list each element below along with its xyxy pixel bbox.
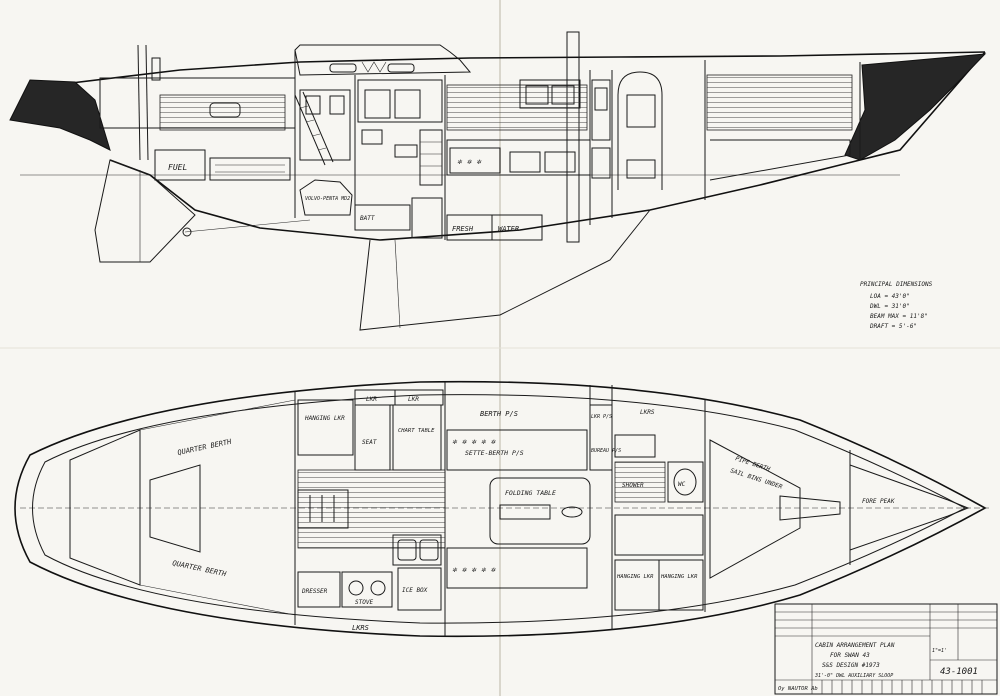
quarter-berth-bottom-label: QUARTER BERTH [172, 559, 228, 578]
berth-top-label: BERTH P/S [480, 410, 518, 418]
engine [299, 179, 353, 216]
stove-label: STOVE [355, 599, 373, 606]
principal-dimensions: PRINCIPAL DIMENSIONS LOA = 43'0" DWL = 3… [860, 281, 933, 330]
batt-label: BATT [360, 215, 375, 222]
plan-view: QUARTER BERTH QUARTER BERTH HANGING LKR … [14, 380, 990, 638]
dresser-label: DRESSER [301, 588, 328, 595]
settee-profile [446, 139, 591, 176]
lkrs-bottom-label: LKRS [352, 624, 369, 632]
chart-table [392, 404, 442, 471]
dim-beam: BEAM MAX = 11'8" [870, 313, 928, 320]
sail-bins-label: SAIL BINS UNDER [729, 467, 783, 491]
title-line3: S&S DESIGN #1973 [822, 662, 880, 669]
nav-seat [354, 404, 391, 471]
settee-berth-label: SETTE-BERTH P/S [465, 449, 524, 457]
shower-label: SHOWER [622, 482, 644, 489]
battery-box [354, 204, 411, 231]
heads-basin [614, 434, 656, 458]
prop-shaft [184, 219, 311, 233]
quarter-berth-top-label: QUARTER BERTH [177, 438, 233, 457]
bureau-label: BUREAU P/S [591, 448, 621, 454]
forward-door [617, 71, 663, 190]
title-block: CABIN ARRANGEMENT PLAN FOR SWAN 43 S&S D… [774, 603, 998, 695]
ice-box-label: ICE BOX [402, 587, 428, 594]
stern-pulpit [137, 44, 141, 161]
mast [566, 31, 580, 243]
companion-ladder [294, 91, 334, 166]
propeller [182, 227, 192, 237]
v-berth [709, 439, 801, 579]
fore-peak-label: FORE PEAK [862, 498, 895, 505]
settee-berth-bottom [446, 547, 588, 589]
engine-label: VOLVO-PENTA MD2 [305, 196, 350, 202]
lkr-ps-label: LKR P/S [591, 414, 612, 420]
cabin-trunk [294, 44, 472, 76]
dim-loa: LOA = 43'0" [870, 293, 910, 300]
fuel-label: FUEL [168, 163, 187, 172]
galley-sink [392, 534, 442, 566]
profile-view: FUEL VOLVO-PENTA MD2 BATT [9, 31, 987, 331]
title-line1: CABIN ARRANGEMENT PLAN [815, 642, 895, 649]
hull-plan-outline [14, 380, 987, 638]
stern-section [9, 79, 111, 151]
lkr2-label: LKR [408, 396, 419, 403]
hanging-lkr-b1-label: HANGING LKR [616, 574, 654, 580]
sheer-line [29, 51, 986, 89]
folding-table-label: FOLDING TABLE [505, 489, 556, 497]
dim-dwl: DWL = 31'0" [869, 303, 910, 310]
settee-berth-top [446, 429, 588, 471]
shower [614, 461, 666, 503]
lkr1-label: LKR [366, 396, 377, 403]
drawing-number: 43-1001 [940, 667, 978, 677]
maker-label: Oy NAUTOR Ab [778, 686, 818, 692]
keel [359, 209, 651, 331]
hanging-locker [297, 399, 354, 456]
svg-text:✲ ✲ ✲ ✲ ✲: ✲ ✲ ✲ ✲ ✲ [452, 565, 497, 574]
dresser [297, 571, 341, 608]
fuel-tank [154, 149, 206, 181]
lkrs-top-label: LKRS [640, 409, 655, 416]
svg-text:✲ ✲ ✲: ✲ ✲ ✲ [457, 157, 482, 166]
folding-table [489, 477, 591, 545]
bureau [589, 404, 613, 471]
scale-label: 1"=1' [932, 648, 947, 654]
svg-text:✲ ✲ ✲ ✲ ✲: ✲ ✲ ✲ ✲ ✲ [452, 437, 497, 446]
rudder [94, 159, 196, 263]
chart-table-label: CHART TABLE [398, 428, 435, 434]
title-line2: FOR SWAN 43 [830, 652, 870, 659]
wc-label: WC [678, 481, 686, 488]
cockpit [69, 429, 141, 586]
hanging-lkr-label: HANGING LKR [304, 415, 345, 422]
ice-box [397, 567, 442, 611]
seat-label: SEAT [362, 439, 377, 446]
dimensions-title: PRINCIPAL DIMENSIONS [860, 281, 933, 288]
bow-section [844, 53, 987, 161]
title-line4: 31'-0" DWL AUXILIARY SLOOP [814, 673, 893, 679]
water-label: WATER [498, 225, 519, 233]
dim-draft: DRAFT = 5'-6" [869, 323, 917, 330]
wc-compartment [667, 461, 704, 503]
fresh-water-tank-2 [491, 214, 543, 241]
fresh-label: FRESH [452, 225, 474, 233]
hanging-lkr-b2-label: HANGING LKR [660, 574, 698, 580]
stove [341, 571, 393, 608]
